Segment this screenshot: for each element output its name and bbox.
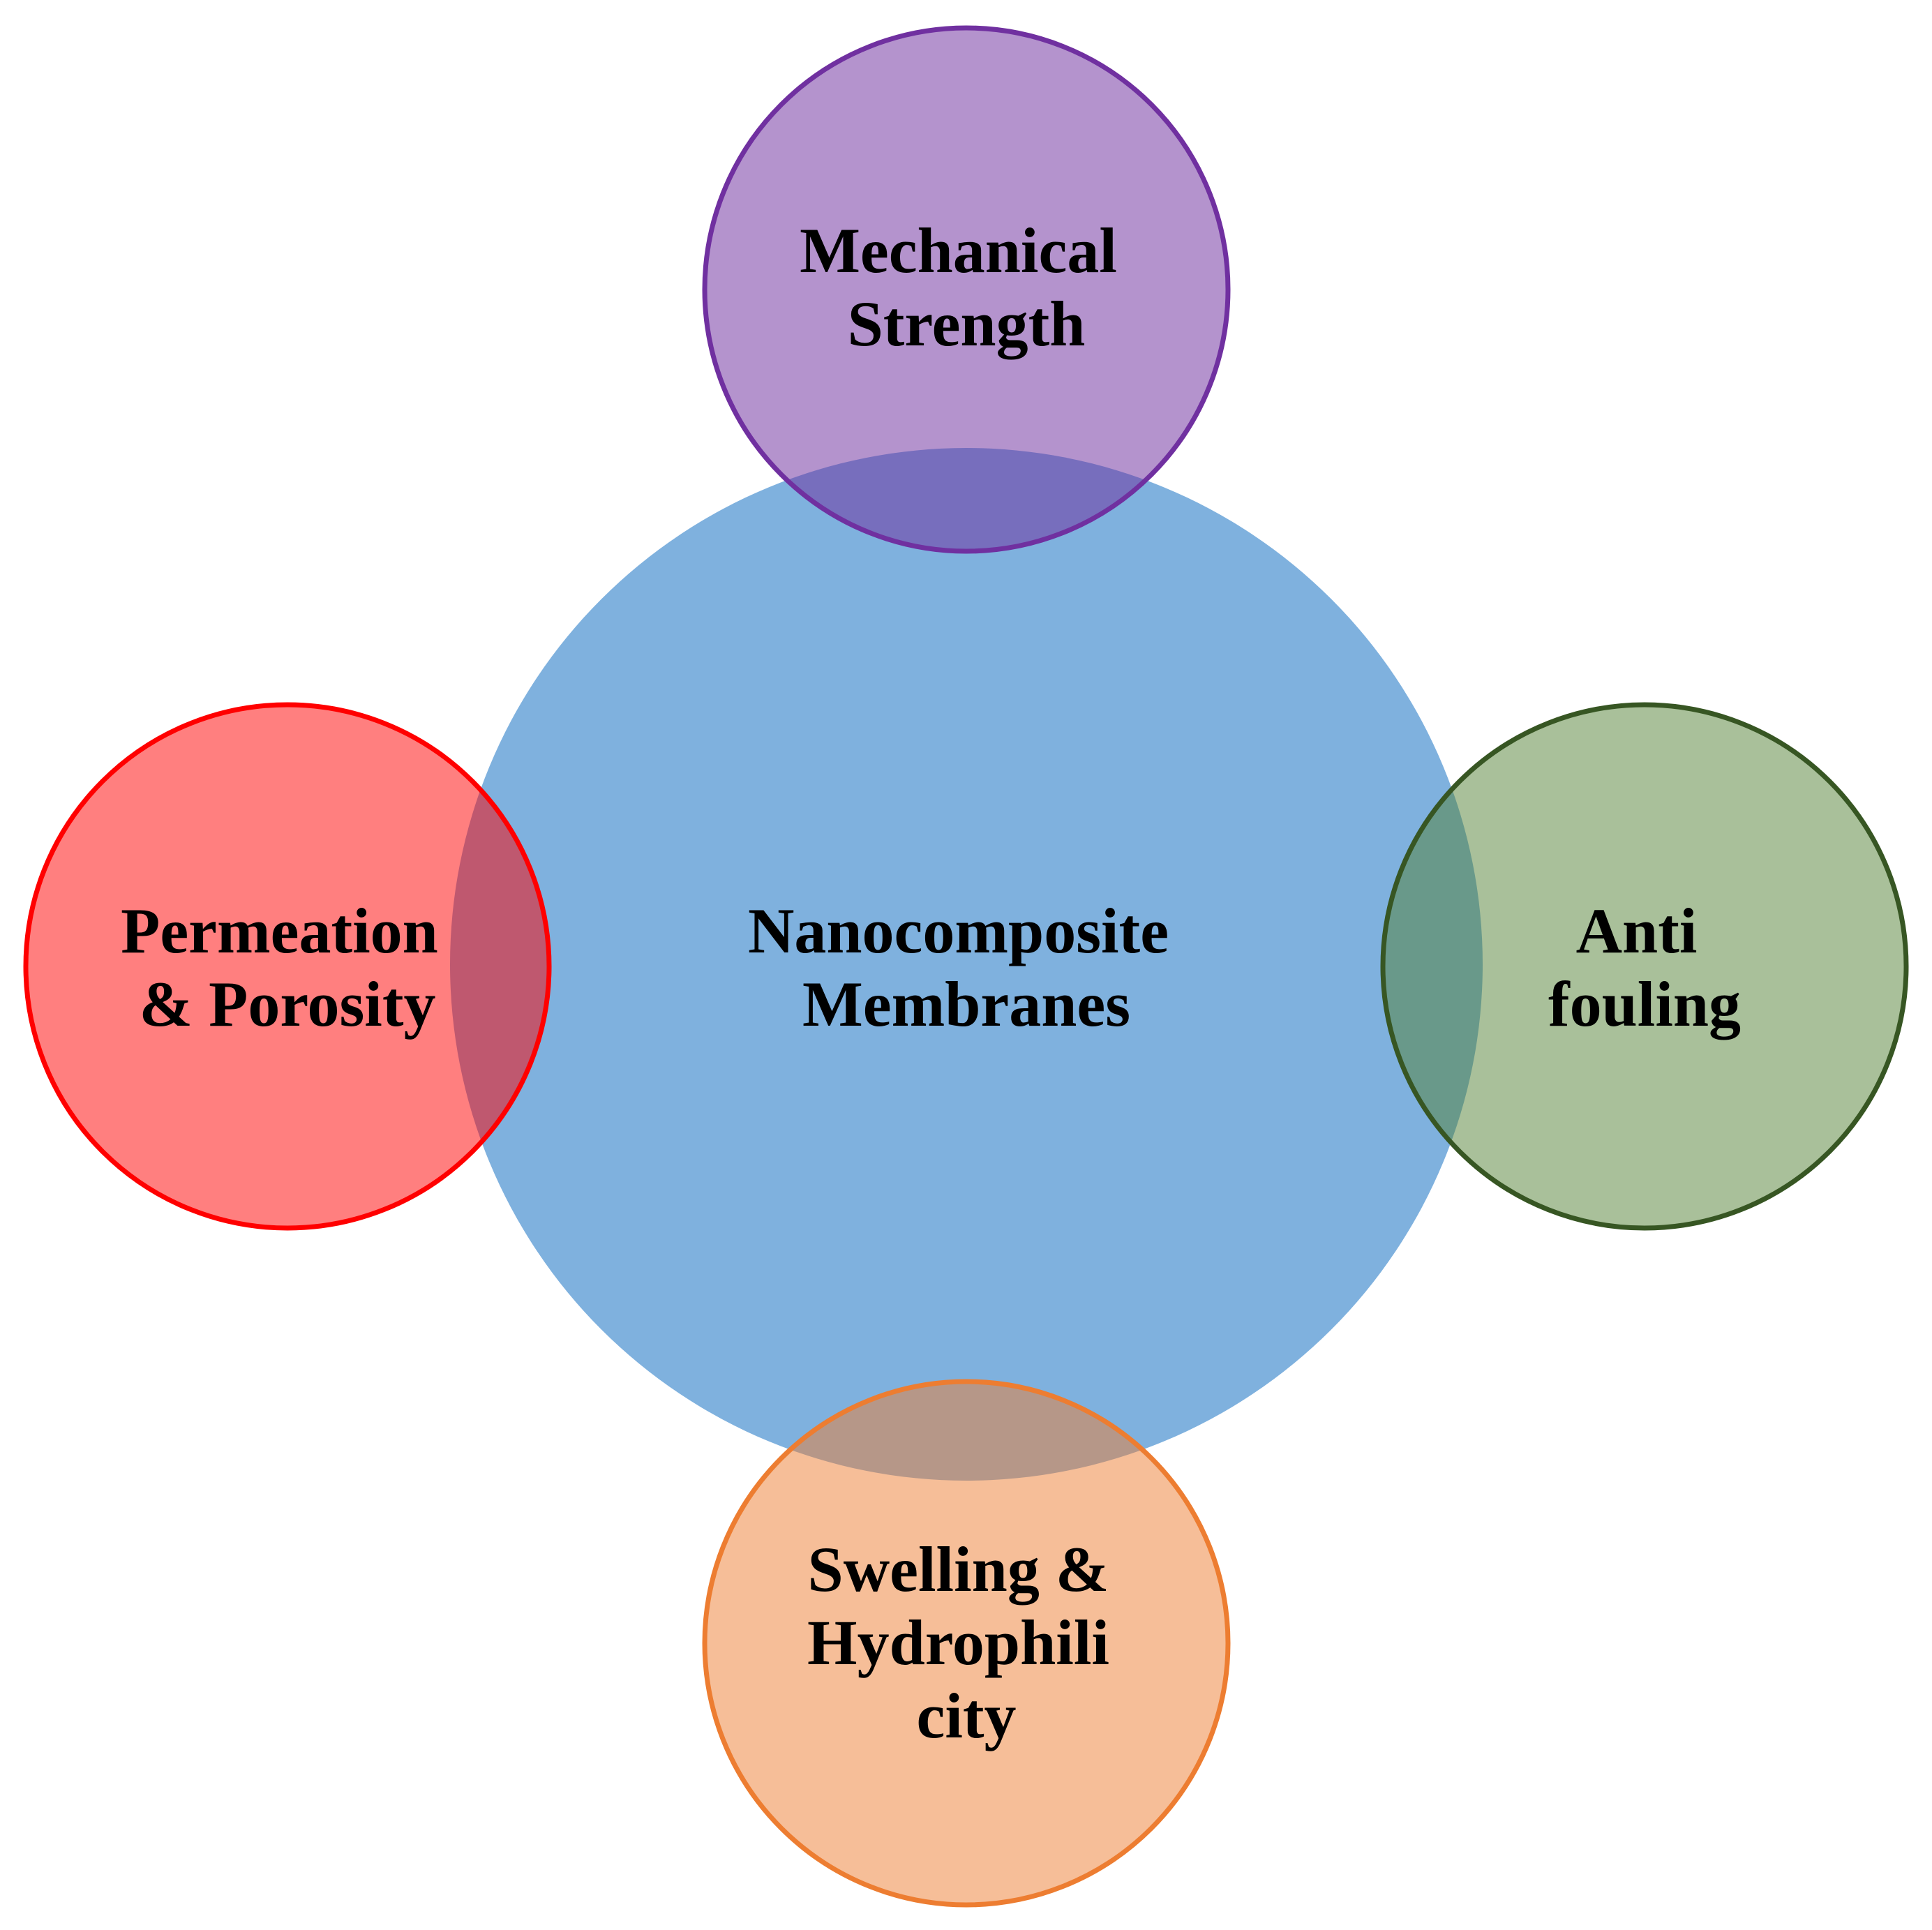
permeation-porosity-label-line-2: & Porosity <box>139 968 435 1040</box>
center-label-line-1: Nanocomposite <box>748 895 1169 966</box>
permeation-porosity-label-line-1: Permeation <box>121 895 438 966</box>
mechanical-strength-label-line-1: Mechanical <box>800 215 1117 286</box>
swelling-hydrophilicity-label-line-1: Swelling & <box>808 1534 1109 1605</box>
center-label-line-2: Membranes <box>802 968 1130 1040</box>
antifouling-outline <box>1380 702 1909 1231</box>
mechanical-strength-outline <box>702 25 1231 554</box>
swelling-hydrophilicity-label-line-2: Hydrophili <box>807 1607 1109 1678</box>
antifouling-label-line-1: Anti <box>1576 895 1698 966</box>
center-label: Nanocomposite Membranes <box>748 895 1185 1040</box>
swelling-hydrophilicity-label-line-3: city <box>916 1680 1016 1751</box>
antifouling-circle <box>1383 705 1906 1228</box>
mechanical-strength-label-line-2: Strength <box>848 288 1086 359</box>
center-circle <box>450 448 1483 1481</box>
permeation-porosity-outline <box>23 702 552 1231</box>
antifouling-label: Anti fouling <box>1548 895 1741 1040</box>
antifouling-label-line-2: fouling <box>1548 968 1741 1040</box>
swelling-hydrophilicity-outline <box>702 1379 1231 1908</box>
mechanical-strength-label: Mechanical Strength <box>800 215 1133 359</box>
permeation-porosity-circle <box>26 705 549 1228</box>
swelling-hydrophilicity-label: Swelling & Hydrophili city <box>807 1534 1125 1751</box>
permeation-porosity-label: Permeation & Porosity <box>121 895 454 1040</box>
mechanical-strength-circle <box>705 28 1228 551</box>
swelling-hydrophilicity-circle <box>705 1382 1228 1905</box>
